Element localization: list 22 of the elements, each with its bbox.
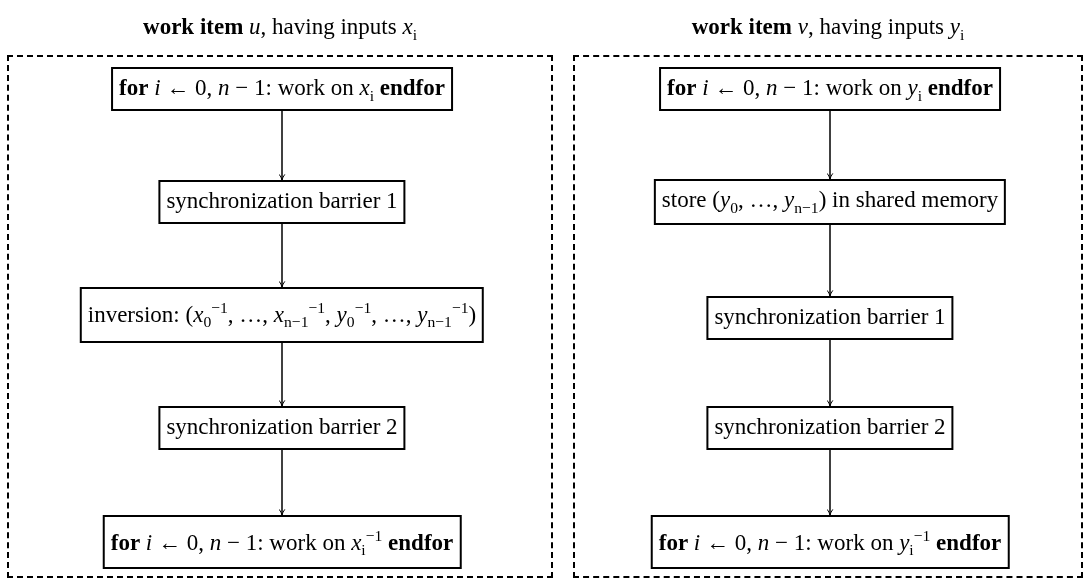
box-text: synchronization barrier 1 xyxy=(166,187,398,215)
box-text: for i ← 0, n − 1: work on x$_{i}$$^{−1}$ endfor xyxy=(110,526,454,561)
box-text: for i ← 0, n − 1: work on y$_{i}$$^{−1}$ endfor xyxy=(658,526,1002,561)
process-box xyxy=(79,287,485,343)
process-box xyxy=(706,406,954,450)
box-text: store (y$_{0}$, …, y$_{n−1}$) in shared memory xyxy=(661,186,999,218)
box-text: synchronization barrier 2 xyxy=(166,413,398,441)
process-box xyxy=(102,515,462,569)
group-title: work item v, having inputs y$_{i}$ xyxy=(691,13,965,45)
box-text: synchronization barrier 1 xyxy=(714,303,946,331)
process-box xyxy=(706,296,954,340)
process-box xyxy=(158,406,406,450)
box-text: inversion: (x$_{0}$$^{−1}$, …, x$_{n−1}$$^{−1}$, y$_{0}$$^{−1}$, …, y$_{n−1}$$^{−1}$) xyxy=(87,298,477,333)
process-box xyxy=(650,515,1010,569)
box-text: synchronization barrier 2 xyxy=(714,413,946,441)
process-box xyxy=(158,180,406,224)
process-box xyxy=(653,179,1007,225)
box-text: for i ← 0, n − 1: work on y$_{i}$ endfor xyxy=(667,74,993,106)
process-box xyxy=(111,67,453,111)
box-text: for i ← 0, n − 1: work on x$_{i}$ endfor xyxy=(119,74,445,106)
process-box xyxy=(659,67,1001,111)
group-title: work item u, having inputs x$_{i}$ xyxy=(143,13,417,45)
